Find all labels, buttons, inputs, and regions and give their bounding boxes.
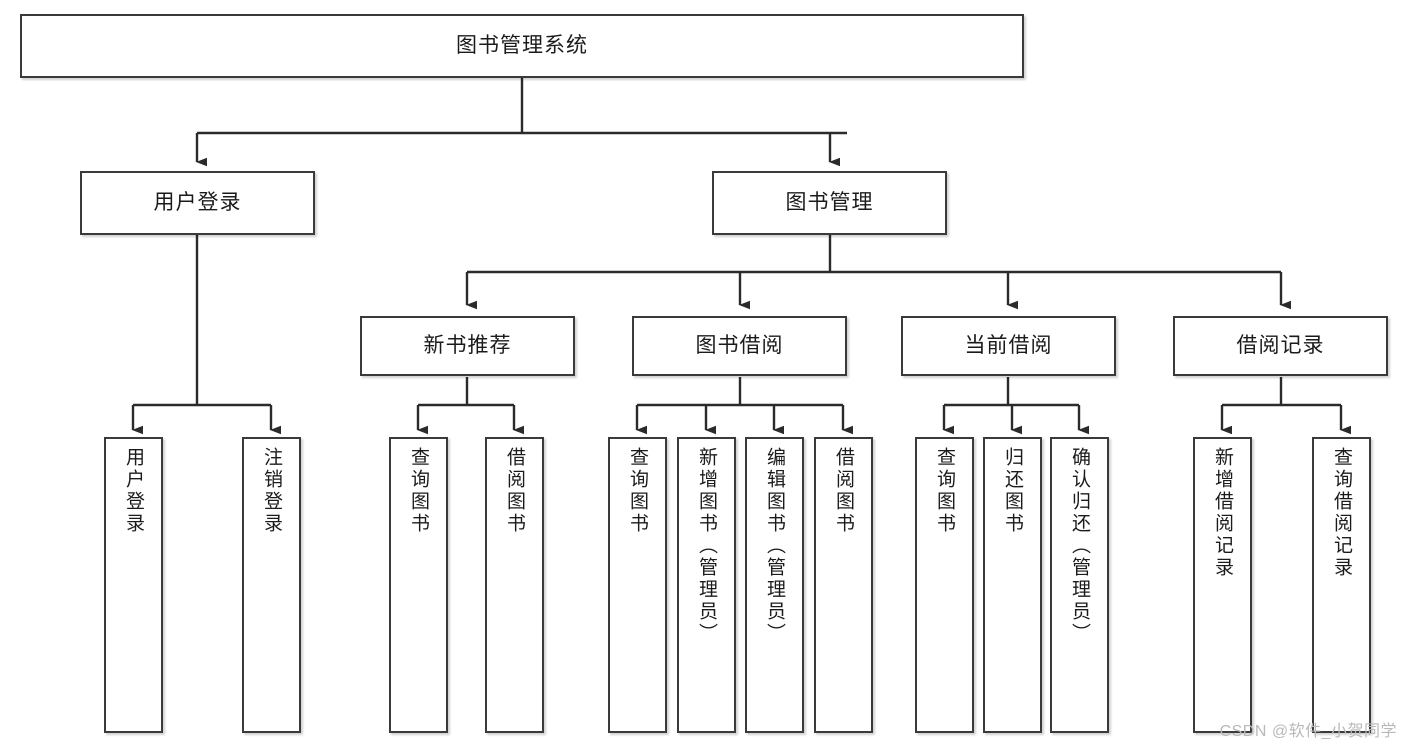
- node-book-manage-label: 图书管理: [785, 190, 874, 214]
- node-leaf-borrow-book-1[interactable]: 借阅图书: [485, 437, 544, 733]
- node-current-borrow-label: 当前借阅: [964, 333, 1053, 357]
- node-leaf-query-record-label: 查询借阅记录: [1331, 447, 1352, 579]
- node-leaf-query-book-3-label: 查询图书: [934, 447, 955, 535]
- node-leaf-confirm-return[interactable]: 确认归还（管理员）: [1050, 437, 1109, 733]
- node-leaf-query-book-3[interactable]: 查询图书: [915, 437, 974, 733]
- node-leaf-query-book-1[interactable]: 查询图书: [389, 437, 448, 733]
- watermark-label: CSDN @软件_小贺同学: [1219, 723, 1397, 740]
- node-leaf-return-book-label: 归还图书: [1002, 447, 1023, 535]
- node-leaf-add-record[interactable]: 新增借阅记录: [1193, 437, 1252, 733]
- node-borrow-record-label: 借阅记录: [1236, 333, 1325, 357]
- node-leaf-logout[interactable]: 注销登录: [242, 437, 301, 733]
- node-leaf-add-book[interactable]: 新增图书（管理员）: [677, 437, 736, 733]
- node-leaf-add-record-label: 新增借阅记录: [1212, 447, 1233, 579]
- node-leaf-return-book[interactable]: 归还图书: [983, 437, 1042, 733]
- node-leaf-edit-book-label: 编辑图书（管理员）: [764, 447, 785, 645]
- node-leaf-query-record[interactable]: 查询借阅记录: [1312, 437, 1371, 733]
- node-leaf-add-book-label: 新增图书（管理员）: [696, 447, 717, 645]
- node-leaf-borrow-book-2-label: 借阅图书: [833, 447, 854, 535]
- node-root[interactable]: 图书管理系统: [20, 14, 1024, 78]
- node-leaf-user-login[interactable]: 用户登录: [104, 437, 163, 733]
- node-book-borrow[interactable]: 图书借阅: [632, 316, 847, 376]
- node-book-borrow-label: 图书借阅: [695, 333, 784, 357]
- node-book-manage[interactable]: 图书管理: [712, 171, 947, 235]
- node-leaf-borrow-book-2[interactable]: 借阅图书: [814, 437, 873, 733]
- node-leaf-borrow-book-1-label: 借阅图书: [504, 447, 525, 535]
- node-root-label: 图书管理系统: [456, 33, 588, 57]
- node-user-login-label: 用户登录: [153, 190, 242, 214]
- node-current-borrow[interactable]: 当前借阅: [901, 316, 1116, 376]
- node-leaf-edit-book[interactable]: 编辑图书（管理员）: [745, 437, 804, 733]
- node-leaf-user-login-label: 用户登录: [123, 447, 144, 535]
- node-new-book-rec-label: 新书推荐: [423, 333, 512, 357]
- node-leaf-confirm-return-label: 确认归还（管理员）: [1069, 447, 1090, 645]
- node-leaf-query-book-2-label: 查询图书: [627, 447, 648, 535]
- node-user-login[interactable]: 用户登录: [80, 171, 315, 235]
- node-new-book-rec[interactable]: 新书推荐: [360, 316, 575, 376]
- node-leaf-query-book-1-label: 查询图书: [408, 447, 429, 535]
- node-borrow-record[interactable]: 借阅记录: [1173, 316, 1388, 376]
- node-leaf-logout-label: 注销登录: [261, 447, 282, 535]
- node-leaf-query-book-2[interactable]: 查询图书: [608, 437, 667, 733]
